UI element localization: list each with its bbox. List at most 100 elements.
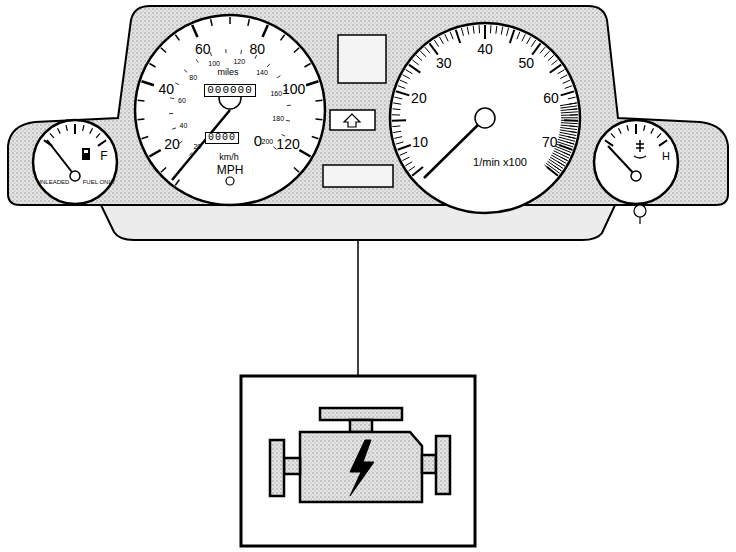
- dial-tick: [393, 103, 401, 104]
- needle-hub: [70, 171, 80, 181]
- dial-tick: [507, 28, 509, 36]
- dial-tick: [409, 166, 416, 171]
- dial-tick: [558, 70, 565, 74]
- dial-tick: [57, 128, 60, 133]
- dial-tick: [229, 17, 231, 24]
- dial-tick: [439, 37, 443, 44]
- callout-box: [241, 376, 475, 546]
- dial-tick: [532, 43, 540, 54]
- dial-tick: [611, 133, 615, 138]
- dial-tick: [184, 70, 187, 73]
- dial-tick: [240, 50, 242, 54]
- dial-tick: [560, 75, 567, 79]
- dial-tick: [394, 137, 402, 139]
- dial-label: 0: [254, 133, 262, 148]
- dial-label: 120: [233, 58, 245, 65]
- dial-tick: [248, 19, 249, 26]
- dial-tick: [561, 125, 578, 127]
- dial-tick: [316, 100, 323, 102]
- dial-tick: [263, 25, 268, 37]
- dial-tick: [412, 60, 418, 65]
- dial-tick: [445, 34, 448, 41]
- dial-tick: [450, 32, 453, 39]
- dial-tick: [479, 25, 481, 33]
- dial-label: 60: [543, 91, 559, 105]
- dial-tick: [540, 47, 545, 53]
- dial-label: miles: [217, 68, 238, 77]
- dial-label: 60: [178, 97, 186, 104]
- dial-label: F: [100, 150, 107, 162]
- rpm-needle: [424, 118, 485, 178]
- dial-tick: [456, 30, 460, 43]
- dial-tick: [557, 142, 573, 147]
- dial-tick: [281, 35, 285, 41]
- dial-tick: [496, 26, 497, 34]
- fuel-pump-icon: [82, 148, 90, 160]
- dial-tick: [561, 91, 574, 95]
- dial-tick: [501, 27, 503, 35]
- dial-tick: [429, 43, 437, 54]
- dial-tick: [267, 64, 270, 67]
- dial-tick: [565, 86, 573, 89]
- dial-tick: [74, 124, 76, 134]
- dial-tick: [172, 128, 176, 129]
- thermometer-icon: [634, 140, 646, 158]
- dial-label: km/h: [219, 153, 239, 162]
- dial-tick: [560, 103, 577, 106]
- dial-tick: [83, 125, 84, 131]
- dial-tick: [517, 32, 520, 39]
- dial-tick: [149, 64, 155, 68]
- dial-label: 160: [270, 90, 282, 97]
- dial-tick: [548, 55, 554, 60]
- dial-tick: [394, 97, 402, 99]
- dial-tick: [170, 97, 174, 99]
- dial-tick: [467, 27, 469, 35]
- dial-label: UNLEADED: [37, 179, 70, 185]
- dial-tick: [392, 114, 400, 115]
- dial-tick: [98, 140, 106, 146]
- dial-tick: [90, 128, 93, 133]
- dial-label: 70: [542, 135, 558, 149]
- dial-tick: [657, 133, 661, 138]
- dial-tick: [306, 81, 318, 85]
- dial-tick: [175, 35, 179, 41]
- dial-label: 80: [249, 42, 265, 56]
- tachometer-face: [390, 23, 580, 213]
- dial-tick: [400, 152, 407, 155]
- dial-tick: [461, 28, 463, 36]
- key-symbol: [634, 205, 646, 217]
- dial-tick: [425, 47, 430, 53]
- dial-tick: [192, 25, 197, 37]
- dial-tick: [561, 114, 578, 116]
- dial-tick: [66, 125, 67, 131]
- dial-tick: [149, 150, 160, 157]
- needle-hub: [475, 108, 495, 128]
- dial-tick: [392, 108, 400, 110]
- dial-tick: [396, 142, 404, 144]
- dial-tick: [161, 168, 166, 173]
- dial-tick: [175, 83, 179, 85]
- dial-tick: [561, 120, 578, 121]
- dial-label: 20: [411, 91, 427, 105]
- dial-tick: [405, 162, 412, 166]
- dial-label: 60: [195, 42, 211, 56]
- needle-hub: [631, 171, 641, 181]
- dial-label: 180: [272, 115, 284, 122]
- dial-tick: [294, 48, 299, 53]
- dial-tick: [484, 25, 486, 39]
- dial-label: 80: [189, 74, 197, 81]
- dial-tick: [398, 145, 411, 150]
- dial-tick: [560, 130, 577, 133]
- odometer-reading: 0000: [205, 132, 239, 144]
- dial-tick: [556, 144, 572, 150]
- dial-label: FUEL ONLY: [83, 179, 116, 185]
- dial-tick: [635, 124, 637, 134]
- dial-tick: [544, 51, 550, 57]
- dial-tick: [96, 133, 100, 138]
- dial-label: 20: [164, 137, 180, 151]
- dial-label: 40: [477, 42, 493, 56]
- speedometer-face: [135, 15, 325, 205]
- dial-tick: [286, 120, 290, 122]
- dial-tick: [618, 128, 621, 133]
- dial-tick: [490, 25, 492, 33]
